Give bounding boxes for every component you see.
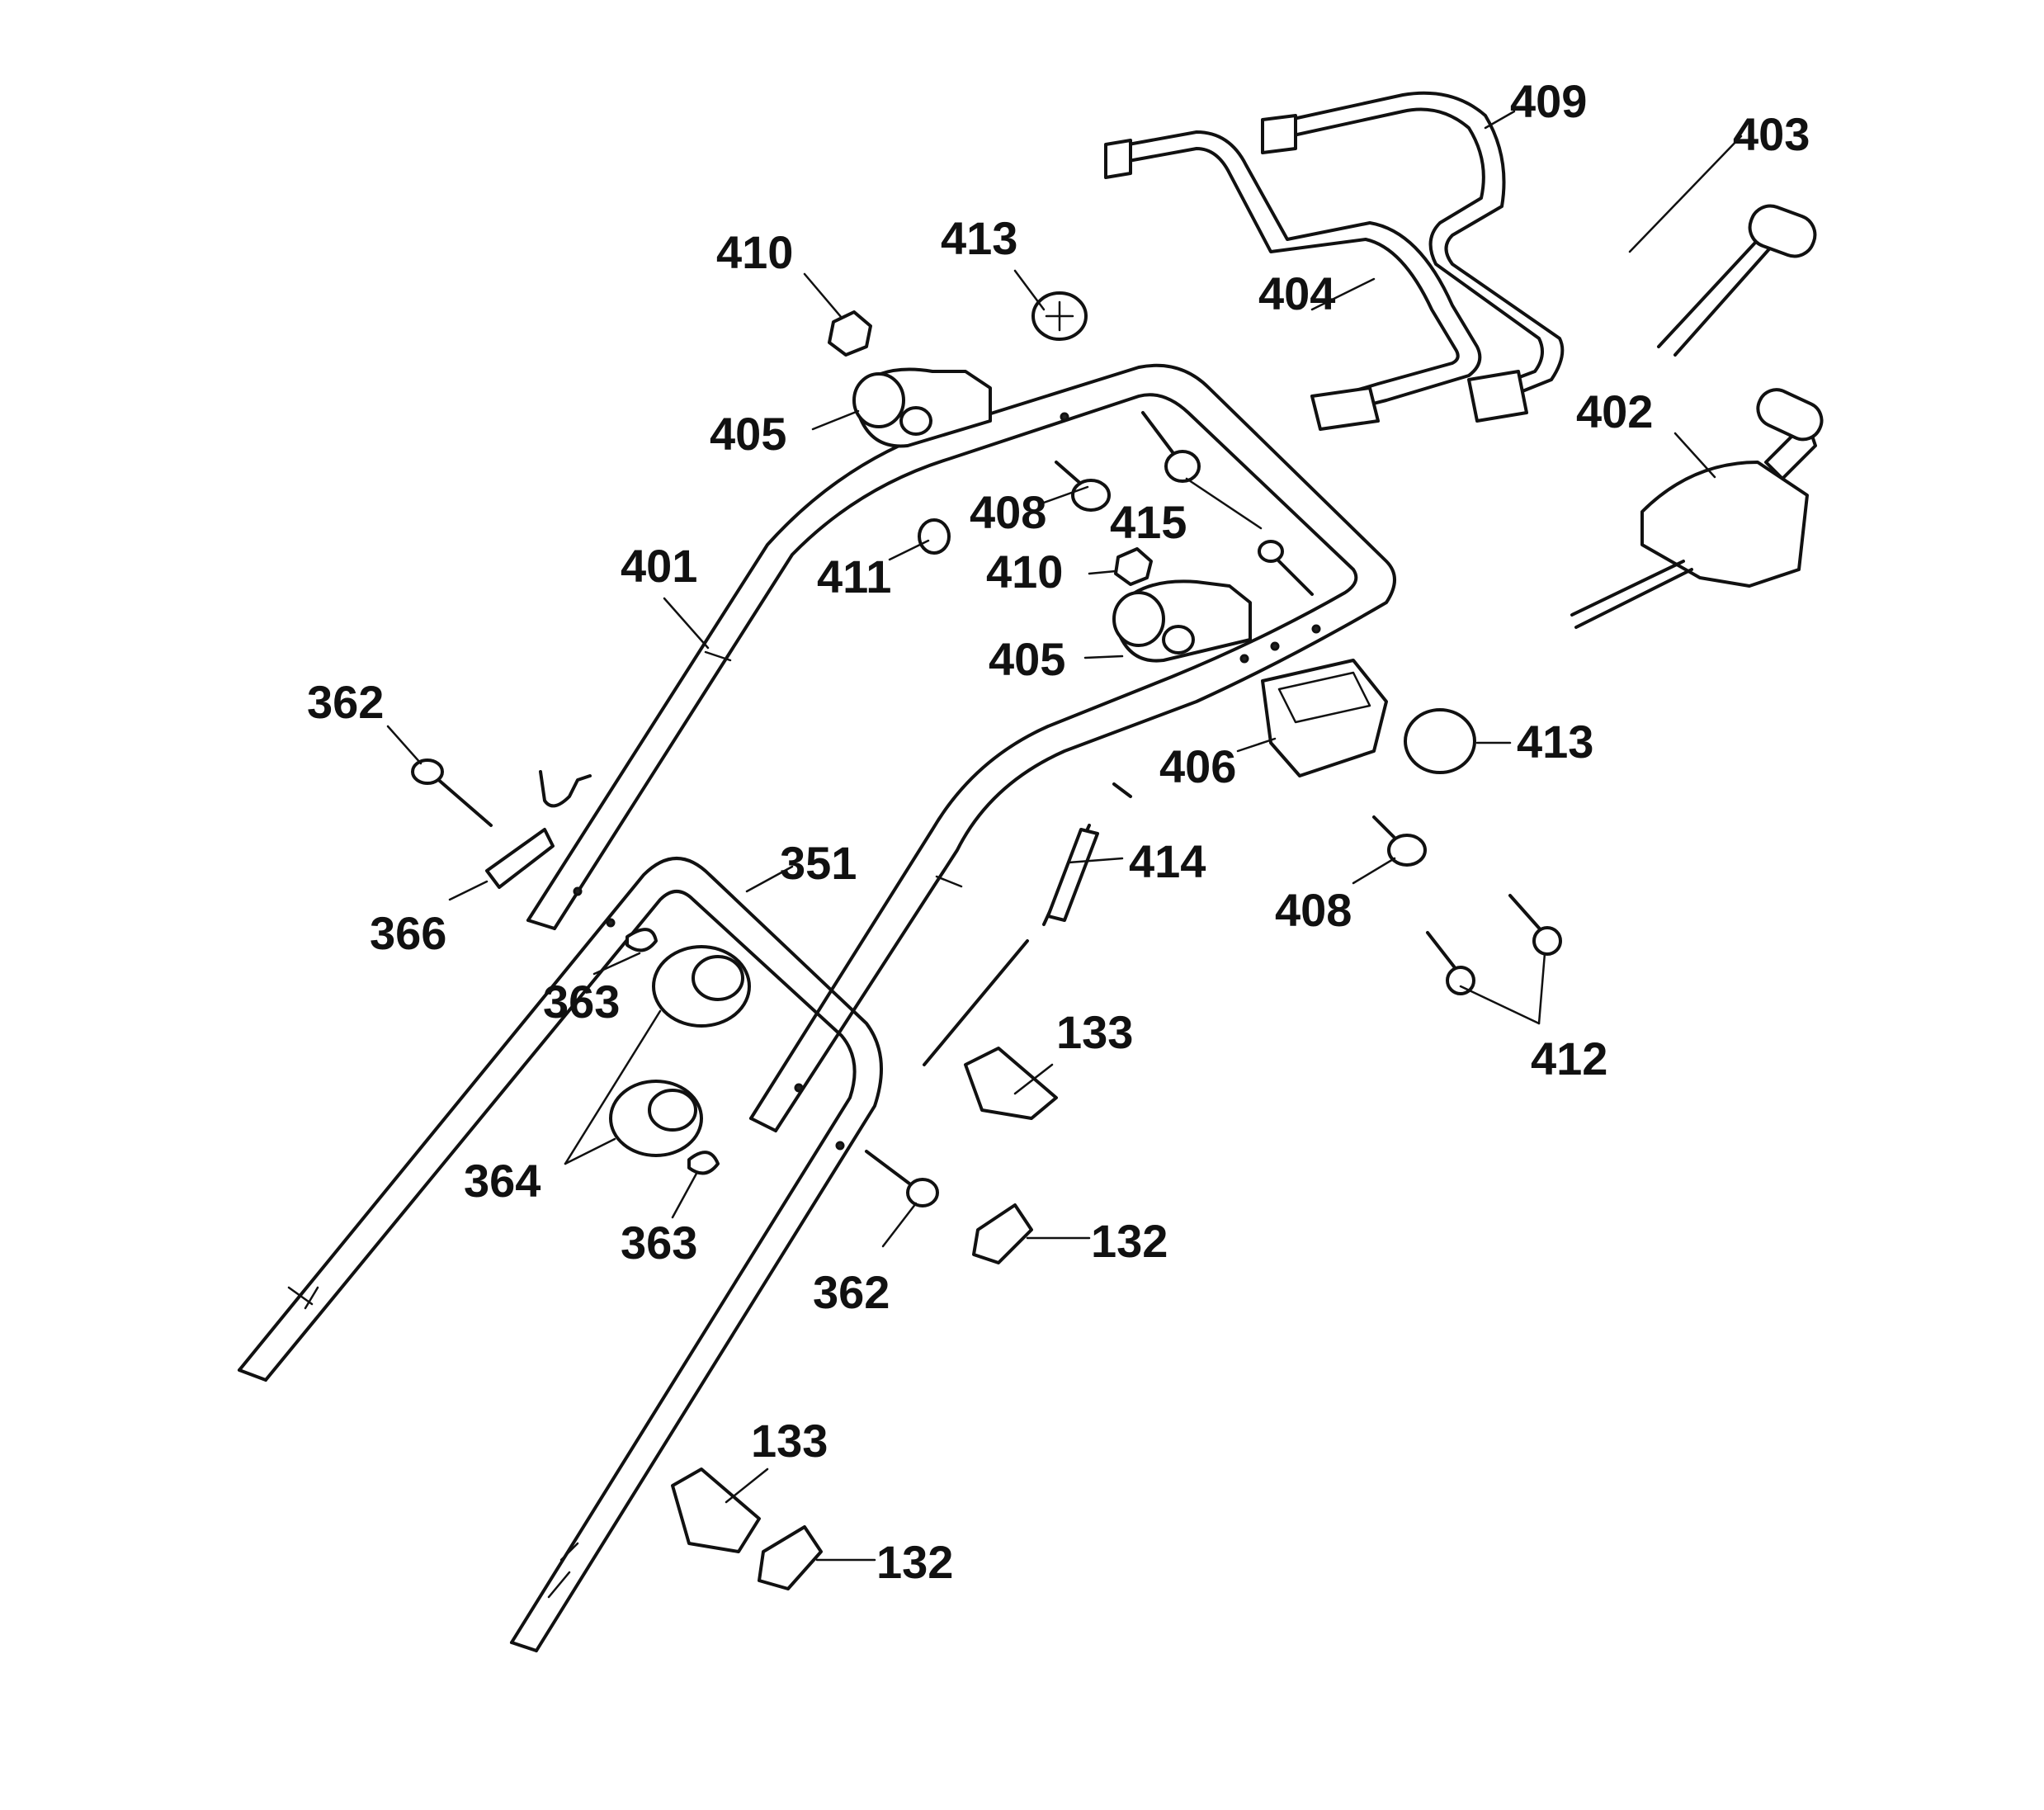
label-401: 401	[621, 540, 697, 592]
t-handle-403	[1657, 204, 1817, 357]
pin-362a	[411, 758, 493, 827]
bail-404	[1104, 130, 1482, 414]
label-412: 412	[1531, 1033, 1607, 1085]
label-366: 366	[370, 907, 446, 959]
screw-408b	[1372, 815, 1427, 867]
label-410-mid: 410	[986, 546, 1063, 598]
label-363-top: 363	[543, 976, 620, 1028]
label-413-right: 413	[1517, 716, 1593, 768]
label-132-bottom: 132	[876, 1536, 953, 1588]
knob-364a	[652, 945, 751, 1028]
label-133-bottom: 133	[751, 1415, 828, 1467]
cable-holder-405a	[852, 367, 992, 448]
clip-363a	[625, 928, 658, 952]
screws-412	[1426, 894, 1562, 995]
cable-414	[923, 782, 1132, 1066]
clip-132a	[972, 1203, 1033, 1264]
switch-box-406	[1261, 659, 1388, 777]
clip-366	[485, 770, 592, 889]
label-410-top: 410	[716, 226, 793, 278]
label-408-top: 408	[970, 486, 1046, 538]
label-133-mid: 133	[1056, 1006, 1133, 1058]
label-405-top: 405	[710, 408, 786, 460]
label-415: 415	[1110, 496, 1187, 548]
label-403: 403	[1733, 108, 1810, 160]
label-405-mid: 405	[989, 633, 1065, 685]
washer-411	[918, 518, 951, 555]
lower-handle-351	[238, 857, 883, 1652]
label-406: 406	[1159, 740, 1236, 792]
nut-410b	[1114, 547, 1153, 586]
label-362-left: 362	[307, 676, 384, 728]
cap-413b	[1404, 708, 1476, 774]
label-132-mid: 132	[1091, 1215, 1168, 1267]
leader-lines	[386, 110, 1743, 1562]
clip-132b	[758, 1525, 823, 1590]
label-351: 351	[780, 837, 857, 889]
label-362-bottom: 362	[813, 1266, 890, 1318]
throttle-402	[1570, 388, 1824, 629]
screw-408a	[1055, 461, 1111, 512]
label-363-bottom: 363	[621, 1217, 697, 1269]
clip-363b	[687, 1151, 720, 1175]
label-413-top: 413	[941, 212, 1017, 264]
tag-133a	[964, 1047, 1058, 1120]
pin-415	[1141, 411, 1314, 596]
label-411: 411	[817, 551, 891, 603]
tag-133b	[671, 1467, 761, 1553]
upper-handle-401	[526, 363, 1396, 1132]
label-414: 414	[1129, 835, 1206, 887]
label-364: 364	[464, 1155, 541, 1207]
knob-364b	[609, 1080, 703, 1157]
label-408-right: 408	[1275, 884, 1352, 936]
label-404: 404	[1258, 267, 1335, 319]
pin-362b	[865, 1150, 939, 1207]
cable-holder-405b	[1112, 579, 1252, 663]
bail-409	[1269, 91, 1565, 398]
label-402: 402	[1576, 385, 1653, 437]
label-409: 409	[1510, 75, 1587, 127]
nut-410a	[828, 310, 872, 357]
